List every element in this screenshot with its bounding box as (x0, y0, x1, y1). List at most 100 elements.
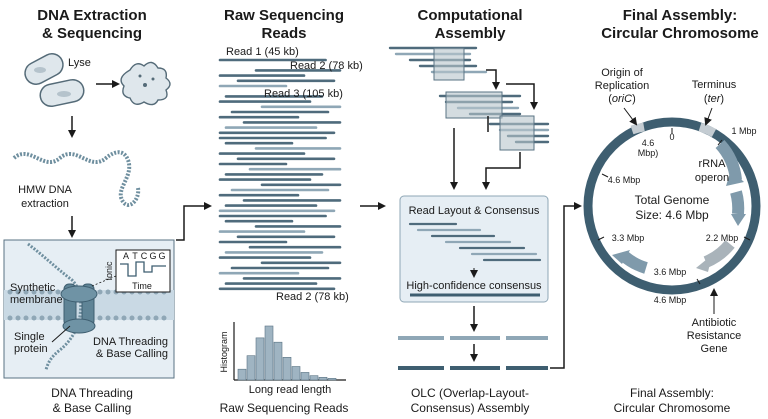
left-gene-arrow (620, 251, 649, 274)
rrna-operon-arrowhead-1 (726, 170, 744, 186)
rrna-label-line1: rRNA (699, 158, 727, 170)
histogram-bar (309, 375, 319, 381)
rrna-label-line2: operon (695, 172, 729, 184)
panel-assembly-title-line2: Assembly (435, 25, 507, 42)
overlap-box-2 (445, 91, 503, 119)
antibiotic-label-line2: Resistance (687, 330, 741, 342)
overlap-arrow-2 (506, 83, 538, 110)
histogram-bar (291, 366, 301, 381)
signal-base-5: G (158, 251, 165, 261)
histogram-bar (282, 357, 292, 381)
read1-label: Read 1 (45 kb) (226, 46, 299, 58)
panel-chromosome-title-line1: Final Assembly: (623, 7, 737, 24)
overlap-box-3 (499, 115, 535, 151)
protein-pore-icon (60, 283, 98, 334)
panel-chromosome-caption-line1: Final Assembly: (630, 386, 714, 400)
oric-marker (630, 122, 645, 135)
panel-dna-title-line1: DNA Extraction (37, 7, 146, 24)
bacteria-cells-icon (24, 53, 85, 108)
hmw-label-line2: extraction (21, 198, 69, 210)
ori-label-line2: Replication (595, 80, 649, 92)
total-genome-line1: Total Genome (635, 193, 710, 207)
chromosome-ring (583, 117, 761, 295)
rrna-operon-arrow-2 (730, 190, 745, 215)
hmw-label-line1: HMW DNA (18, 184, 72, 196)
overlap-box-1 (433, 47, 465, 81)
panel-dna-title-line2: & Sequencing (42, 25, 142, 42)
panel-dna-caption-line1: DNA Threading (51, 386, 133, 400)
panel-dna-caption-line2: & Base Calling (53, 401, 132, 415)
read2-label: Read 2 (78 kb) (290, 60, 363, 72)
histogram-xlabel: Long read length (249, 384, 332, 396)
reads-stack (218, 58, 342, 291)
panel-reads-title-line1: Raw Sequencing (224, 7, 344, 24)
tick-label-22: 2.2 Mbp (706, 233, 739, 243)
histogram-bar (237, 368, 247, 381)
to-layout-arrow-2 (482, 152, 521, 190)
tick-label-0: 0 (669, 132, 674, 142)
connector-arrow-1 (176, 202, 212, 241)
signal-base-2: T (132, 251, 138, 261)
lysed-cell-icon (120, 61, 171, 106)
layout-reads (408, 222, 542, 262)
signal-base-4: G (149, 251, 156, 261)
ter-label-line1: Terminus (692, 79, 737, 91)
ter-pointer (704, 107, 713, 126)
histogram-bar (273, 341, 283, 381)
panel-assembly-caption-line1: OLC (Overlap-Layout- (411, 386, 529, 400)
panel-assembly-caption-line2: Consensus) Assembly (411, 401, 530, 415)
tick-label-36: 3.6 Mbp (654, 267, 687, 277)
lyse-label: Lyse (68, 57, 91, 69)
membrane-label-line2: membrane (10, 294, 63, 306)
consensus-label: High-confidence consensus (406, 280, 542, 292)
read3-label: Read 3 (105 kb) (264, 88, 343, 100)
ring-ticks (597, 128, 751, 285)
total-genome-line2: Size: 4.6 Mbp (635, 208, 709, 222)
histogram-bar (300, 372, 310, 381)
signal-ylabel: Ionic (104, 261, 114, 281)
ionic-signal-inset: A T C G G Ionic Time (91, 249, 171, 293)
nanopore-box: Synthetic membrane Single protein DNA Th… (3, 239, 175, 379)
read2-bottom-label: Read 2 (78 kb) (276, 291, 349, 303)
antibiotic-label-line3: Gene (701, 343, 728, 355)
left-gene-arrowhead (612, 250, 630, 264)
histogram-bar (255, 337, 265, 381)
panel-assembly-title-line1: Computational (418, 7, 523, 24)
histogram-bar (327, 378, 337, 381)
protein-label-line1: Single (14, 331, 45, 343)
read-length-histogram: Histogram Long read length (219, 322, 346, 396)
ori-label-line3: (oriC) (608, 93, 636, 105)
overlap-arrow-1 (486, 69, 500, 90)
tick-label-33: 3.3 Mbp (612, 233, 645, 243)
panel-chromosome-caption-line2: Circular Chromosome (614, 401, 731, 415)
protein-pointer (51, 325, 71, 343)
tick-label-46-bottom: 4.6 Mbp (654, 295, 687, 305)
resistance-gene-arrowhead (696, 255, 712, 272)
layout-label: Read Layout & Consensus (409, 205, 540, 217)
threading-label-line1: DNA Threading (93, 336, 168, 348)
ter-label-line2: (ter) (704, 93, 724, 105)
panel-dna-extraction: DNA Extraction & Sequencing Lyse HMW DNA… (3, 7, 175, 415)
signal-base-1: A (123, 251, 129, 261)
threading-dna-icon (27, 242, 83, 371)
panel-reads-title-line2: Reads (261, 25, 306, 42)
protein-label-line2: protein (14, 343, 48, 355)
hmw-dna-strand-icon (12, 150, 141, 207)
signal-xlabel: Time (132, 281, 152, 291)
tick-label-46-line2: Mbp) (638, 148, 659, 158)
rrna-operon-arrowhead-2 (731, 214, 746, 226)
histogram-bar (318, 376, 328, 381)
ter-marker (698, 122, 717, 137)
tick-label-46-left: 4.6 Mbp (608, 175, 641, 185)
panel-reads-caption: Raw Sequencing Reads (220, 401, 349, 415)
histogram-bar (264, 325, 274, 381)
antibiotic-label-line1: Antibiotic (692, 317, 737, 329)
panel-raw-reads: Raw Sequencing Reads Read 1 (45 kb) Read… (218, 7, 363, 415)
tick-label-46-line1: 4.6 (642, 138, 655, 148)
histogram-bar (246, 355, 256, 381)
connector-arrow-3 (550, 202, 582, 369)
threading-label-line2: & Base Calling (96, 348, 168, 360)
ori-label-line1: Origin of (601, 67, 644, 79)
panel-chromosome: Final Assembly: Circular Chromosome Orig… (583, 7, 761, 415)
